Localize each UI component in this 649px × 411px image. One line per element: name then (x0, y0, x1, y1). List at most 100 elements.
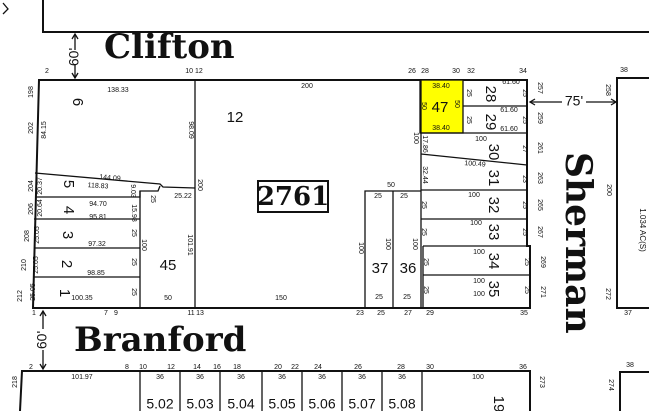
lot-number[interactable]: 5.07 (348, 396, 375, 411)
house-number: 30 (426, 364, 434, 371)
lot-dimension: 25 (420, 201, 427, 209)
lot-dimension: 100 (411, 238, 418, 250)
lot-number[interactable]: 2 (58, 260, 75, 268)
lot-dimension: 95.81 (89, 214, 107, 221)
lot-number[interactable]: 47 (432, 99, 449, 116)
lot-dimension: 25 (374, 193, 382, 200)
lot-number[interactable]: 1 (56, 289, 73, 297)
house-number: 34 (519, 68, 527, 75)
house-number: 258 (604, 84, 611, 96)
lot-number[interactable]: 5.05 (268, 396, 295, 411)
house-number: 25 (377, 310, 385, 317)
lot-dimension: 36 (358, 374, 366, 381)
house-number: 257 (536, 82, 543, 94)
house-number: 26 (354, 364, 362, 371)
lot-number[interactable]: 5 (60, 180, 77, 188)
block-number: 2761 (257, 182, 329, 212)
lot-dimension: 27 (521, 145, 528, 153)
lot-number[interactable]: 4 (60, 206, 77, 214)
lot-number[interactable]: 5.03 (186, 396, 213, 411)
lot-dimension: 38.40 (432, 125, 450, 132)
house-number: 30 (452, 68, 460, 75)
lot-dimension: 25 (521, 228, 528, 236)
lot-dimension: 23 (521, 175, 528, 183)
lot-number[interactable]: 32 (485, 197, 502, 214)
house-number: 27 (404, 310, 412, 317)
lot-dimension: 61.60 (502, 79, 520, 86)
lot-dimension: 25 (465, 116, 472, 124)
house-number: 206 (28, 203, 35, 215)
house-number: 14 (193, 364, 201, 371)
house-number: 28 (397, 364, 405, 371)
house-number: 16 (213, 364, 221, 371)
lot-dimension: 25 (130, 229, 137, 237)
lot-number[interactable]: 37 (372, 260, 389, 277)
lot-dimension: 118.83 (87, 182, 108, 190)
lot-dimension: 61.60 (500, 126, 518, 133)
lot-dimension: 25 (422, 286, 429, 294)
house-number: 12 (167, 364, 175, 371)
lot-dimension: 100 (473, 291, 485, 298)
lot-number[interactable]: 5.02 (146, 396, 173, 411)
lot-number[interactable]: 5.08 (388, 396, 415, 411)
lot-number[interactable]: 6 (69, 98, 86, 106)
lot-dimension: 25 (422, 258, 429, 266)
lot-number[interactable]: 5.06 (308, 396, 335, 411)
lot-number[interactable]: 29 (482, 114, 499, 131)
street-width-clifton: 60' (66, 48, 82, 66)
lot-number[interactable]: 3 (59, 231, 76, 239)
lot-dimension: 50 (420, 102, 427, 110)
lot-dimension: 9.03 (129, 184, 136, 198)
lot-dimension: 100 (473, 278, 485, 285)
lot-number[interactable]: 30 (485, 144, 502, 161)
street-width-sherman: 75' (565, 93, 583, 109)
lot-dimension: 25 (521, 201, 528, 209)
house-number: 38 (620, 67, 628, 74)
street-name-branford: Branford (74, 320, 246, 360)
lot-number[interactable]: 34 (485, 253, 502, 270)
lot-number[interactable]: 12 (227, 109, 244, 126)
house-number: 271 (539, 286, 546, 298)
lot-dimension: 100 (357, 242, 364, 254)
house-number: 273 (538, 376, 545, 388)
house-number: 1 (32, 310, 36, 317)
lot-dimension: 144.09 (99, 174, 121, 183)
lot-number[interactable]: 5.04 (227, 396, 254, 411)
lot-dimension: 36 (156, 374, 164, 381)
house-number: 10 12 (185, 68, 203, 75)
house-number: 23 (356, 310, 364, 317)
house-number: 36 (519, 364, 527, 371)
lot-dimension: 25 (521, 89, 528, 97)
lot-number[interactable]: 31 (485, 170, 502, 187)
lot-number[interactable]: 28 (482, 86, 499, 103)
lot-number[interactable]: 45 (160, 257, 177, 274)
clifton-width-arrow-icon (71, 32, 79, 80)
house-number: 26 (408, 68, 416, 75)
lot-dimension: 100 (470, 220, 482, 227)
lot-number[interactable]: 36 (400, 260, 417, 277)
lot-line (34, 172, 196, 189)
lot-number[interactable]: 35 (485, 281, 502, 298)
lot-lines-south (139, 371, 423, 411)
lot-dimension: 50 (387, 182, 395, 189)
house-number: 200 (605, 184, 612, 196)
block-boundary-southeast (619, 371, 649, 411)
lot-number[interactable]: 19 (490, 396, 507, 411)
lot-line (420, 153, 528, 166)
lot-dimension: 50 (453, 100, 460, 108)
lot-dimension: 150 (275, 295, 287, 302)
house-number: 18 (233, 364, 241, 371)
lot-dimension: 25 (130, 258, 137, 266)
lot-dimension: 98.09 (187, 121, 194, 139)
lot-dimension: 20.37 (37, 177, 44, 195)
lot-number[interactable]: 33 (485, 224, 502, 241)
block-boundary-east (616, 77, 649, 309)
lot-dimension: 84.15 (41, 121, 48, 139)
lot-dimension: 97.32 (88, 241, 106, 248)
lot-47-highlight[interactable] (419, 79, 464, 134)
house-number: 22 (291, 364, 299, 371)
lot-dimension: 25 (465, 89, 472, 97)
lot-dimension: 100 (473, 249, 485, 256)
house-number: 24 (314, 364, 322, 371)
